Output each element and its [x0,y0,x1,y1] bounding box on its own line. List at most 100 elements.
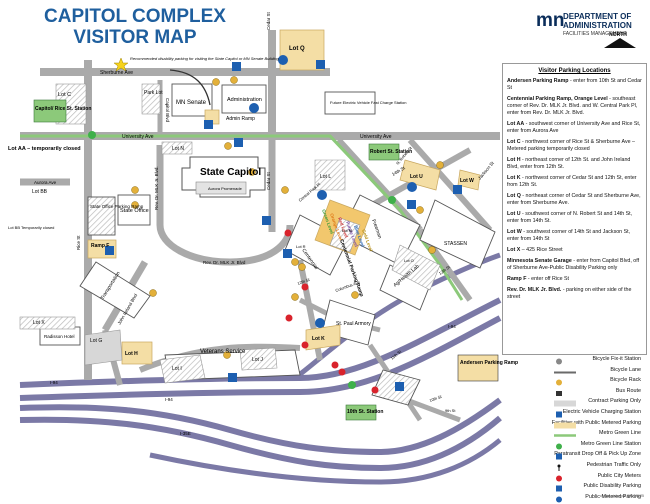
metered-parking-icon[interactable] [315,318,325,328]
legend-label: Public Metered Parking [585,493,641,500]
metro-station-robert[interactable] [388,196,396,204]
entry-text: – 425 Rice Street [520,247,563,253]
disability-parking-icon[interactable] [232,62,241,71]
bus-route-icon [556,390,562,396]
disability-parking-icon[interactable] [407,200,416,209]
metered-facility-icon [554,422,576,429]
disability-parking-icon[interactable] [262,216,271,225]
panel-entry: Lot X – 425 Rice Street [503,247,646,254]
north-label: NORTH [609,32,627,38]
callout-andersen: Andersen Parking Ramp [460,360,518,366]
metered-parking-icon[interactable] [278,55,288,65]
entry-text: - southwest corner of University Ave and… [507,121,641,134]
legend-item: Facilities with Public Metered Parking [502,420,645,431]
state-office-building [117,194,151,226]
disability-parking-icon[interactable] [234,138,243,147]
entry-name: Lot Q [507,193,521,199]
disability-parking-icon[interactable] [453,185,462,194]
transportation-building [79,261,151,319]
disability-parking-markers [105,60,462,391]
label-university-east: University Ave [360,134,392,140]
label-mn-senate: MN Senate [176,100,207,106]
label-ramp-f: Ramp F [91,243,109,249]
metered-parking-icon[interactable] [407,182,417,192]
label-lot-x: Lot X [33,320,45,326]
label-lot-bb: Lot BB [32,189,48,195]
legend-item: Contract Parking Only [502,398,645,409]
legend-label: Bicycle Rack [610,377,641,384]
legend-label: Public City Meters [597,472,641,479]
metered-parking-icon[interactable] [317,190,327,200]
legend-item: Public Disability Parking [502,483,645,494]
label-lot-q: Lot Q [289,46,305,52]
label-lot-h: Lot H [125,351,138,357]
legend-label: Contract Parking Only [588,398,641,405]
callout-robert: Robert St. Station [370,149,412,155]
disability-parking-icon[interactable] [228,373,237,382]
legend-item: Electric Vehicle Charging Station [502,409,645,420]
label-cedar-top: Cedar St [266,11,271,30]
legend-item: Metro Green Line Station [502,441,645,452]
city-meter-icon [556,475,562,482]
label-12th-east: 12th St [438,264,452,276]
callout-capitol-rice: Capitol/ Rice St. Station [35,106,91,112]
label-veterans-service: Veterans Service [200,349,246,355]
label-lot-k: Lot K [312,336,325,342]
metro-stations [88,131,396,389]
label-admin-ramp: Admin Ramp [226,116,255,122]
label-sherburne: Sherburne Ave [100,70,133,76]
panel-entry: Minnesota Senate Garage - enter from Cap… [503,258,646,272]
legend-item: Bicycle Fix-it Station [502,356,645,367]
bike-lane-icon [554,371,576,374]
disability-parking-icon[interactable] [204,120,213,129]
paratransit-icon [556,453,562,460]
metro-station-tenth[interactable] [348,381,356,389]
entry-text: - northeast corner of 12th St. and John … [507,157,631,170]
entry-name: Lot X [507,247,521,253]
contract-parking-lots [19,83,441,384]
label-lot-u: Lot U [410,174,423,180]
panel-entry: Centennial Parking Ramp, Orange Level - … [503,96,646,117]
label-lot-w: Lot W [460,178,474,184]
state-capitol-building [181,156,266,198]
disability-parking-icon[interactable] [283,249,292,258]
legend-item: Public Metered Parking [502,494,645,504]
label-i94-center: I-94 [165,397,173,402]
entry-name: Lot C [507,139,521,145]
entry-name: Lot K [507,175,521,181]
stassen-building [419,199,496,269]
disability-parking-icon[interactable] [316,60,325,69]
legend-item: Paratransit Drop Off & Pick Up Zone [502,451,645,462]
label-st-paul-armory: St. Paul Armory [336,321,371,327]
panel-entry: Lot AA - southwest corner of University … [503,121,646,135]
legend-item: Public City Meters [502,473,645,484]
label-university: University Ave [122,134,154,140]
metro-station-capitol-rice[interactable] [88,131,96,139]
metered-parking-icon[interactable] [249,103,259,113]
panel-entry: Lot W - southwest corner of 14th St and … [503,229,646,243]
legend-item: Pedestrian Traffic Only [502,462,645,473]
green-line-station-icon [556,443,562,450]
entry-text: - southeast corner of Rev. Dr. MLK Jr. B… [507,96,638,116]
entry-name: Rev. Dr. MLK Jr. Blvd. [507,287,562,293]
legend-label: Bicycle Lane [610,366,641,373]
logo-line-2: ADMINISTRATION [563,21,632,30]
label-i94-east: I-94 [448,324,456,329]
panel-entry: Ramp F - enter off Rice St [503,276,646,283]
contract-parking-icon [554,400,576,407]
entry-text: - enter from 10th St and Cedar St [507,78,642,91]
legend-label: Metro Green Line Station [580,440,641,447]
label-i94-west: I-94 [50,380,58,385]
label-rice: Rice St [76,235,81,250]
title-line-1: CAPITOL COMPLEX [44,6,226,27]
disability-parking-icon[interactable] [105,246,114,255]
entry-name: Ramp F [507,276,527,282]
label-lot-m: Lot M [342,228,352,233]
label-jackson: Jackson St [477,160,495,181]
disability-parking-icon[interactable] [395,382,404,391]
legend-item: Bus Route [502,388,645,399]
label-mlk-south: Rev. Dr. MLK Jr. Blvd [203,260,246,265]
legend-item: Metro Green Line [502,430,645,441]
label-aurora: Aurora Ave [34,180,57,185]
